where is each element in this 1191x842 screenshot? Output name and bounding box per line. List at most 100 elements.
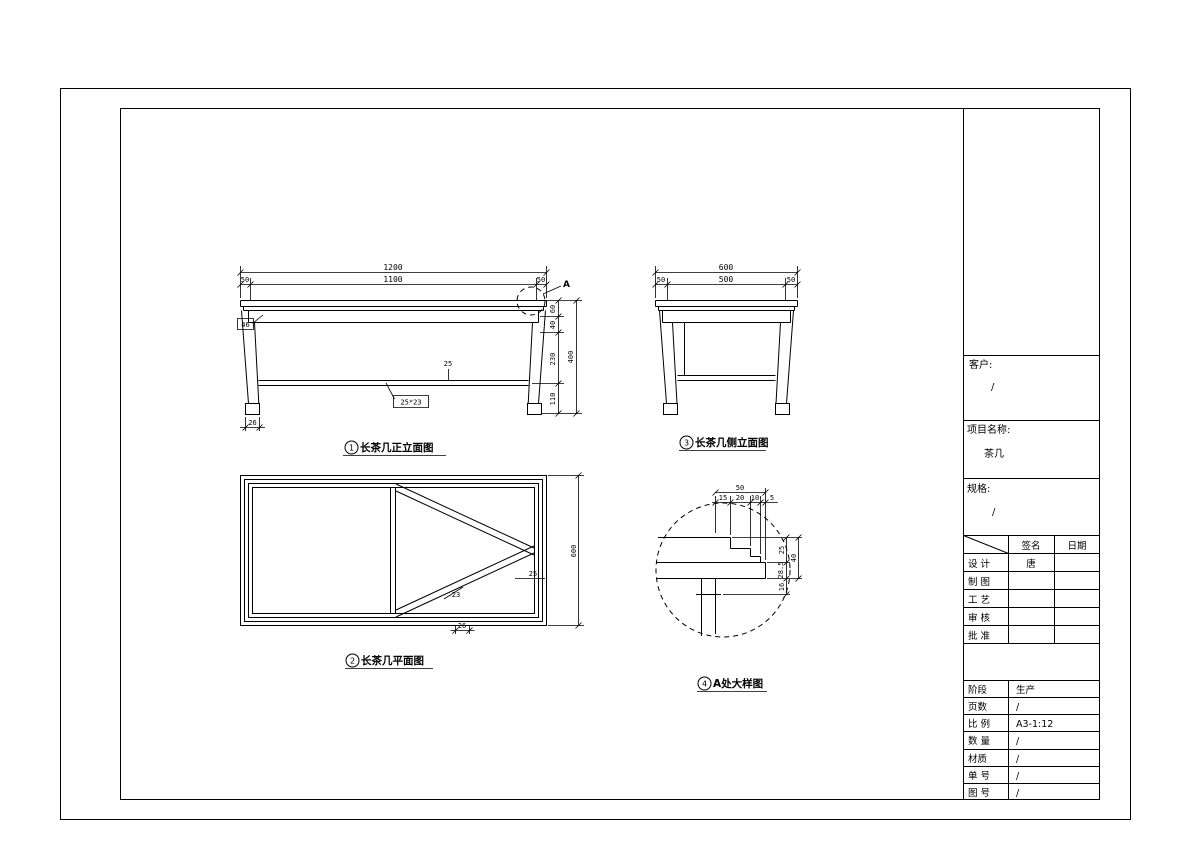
dim-detail-right-3: 16 bbox=[778, 583, 786, 591]
dim-side-inner-width: 500 bbox=[719, 275, 734, 284]
approval-row-label: 工 艺 bbox=[968, 595, 990, 606]
title-block: 客户: / 项目名称: 茶几 规格: / 签名 日期 设 计 唐 制 图 工 艺… bbox=[963, 108, 1100, 800]
view-number: 4 bbox=[702, 680, 707, 689]
view-title: 长茶几正立面图 bbox=[360, 441, 434, 454]
dim-front-leg-width: 26 bbox=[248, 419, 256, 427]
side-view-outline bbox=[655, 300, 798, 381]
view-title: 长茶几平面图 bbox=[361, 654, 424, 667]
dim-front-right-offset: 50 bbox=[537, 276, 545, 284]
view-title: 长茶几侧立面图 bbox=[695, 436, 769, 449]
view-number: 3 bbox=[684, 439, 689, 448]
info-row-label: 材质 bbox=[968, 753, 988, 765]
dim-detail-seg-4: 5 bbox=[770, 494, 774, 502]
dim-side-right-offset: 50 bbox=[787, 276, 795, 284]
view-number-circle bbox=[344, 440, 359, 455]
dim-plan-brace-thickness: 23 bbox=[452, 591, 460, 599]
dim-detail-seg-1: 15 bbox=[719, 494, 727, 502]
dim-front-left-offset: 50 bbox=[241, 276, 249, 284]
front-view-label: 1 长茶几正立面图 bbox=[343, 440, 446, 456]
plan-view-dimension-ticks bbox=[452, 472, 582, 634]
info-row-value: / bbox=[1016, 754, 1020, 765]
dim-side-left-offset: 50 bbox=[657, 276, 665, 284]
info-row-value: / bbox=[1016, 788, 1020, 799]
spec-label: 规格: bbox=[967, 482, 990, 495]
view-number-circle bbox=[697, 676, 712, 691]
dim-plan-depth: 600 bbox=[570, 545, 578, 558]
dim-front-overall-height: 400 bbox=[567, 351, 575, 364]
detail-boundary-circle bbox=[655, 502, 791, 638]
dim-front-edge-detail: 46 bbox=[241, 321, 249, 329]
sign-column-header: 签名 bbox=[1021, 540, 1040, 552]
dim-front-bottom-height: 110 bbox=[549, 393, 557, 406]
view-number: 1 bbox=[349, 444, 354, 453]
detail-view: 50 15 20 10 5 25 28.5 16 40 4 A处大样图 bbox=[655, 484, 802, 692]
view-number-circle bbox=[679, 435, 694, 450]
info-row-label: 页数 bbox=[968, 701, 988, 713]
approval-row-label: 设 计 bbox=[968, 558, 991, 570]
approval-row-label: 批 准 bbox=[968, 630, 991, 642]
view-title: A处大样图 bbox=[713, 677, 763, 690]
front-view-dimension-lines bbox=[237, 266, 582, 431]
approval-row-label: 审 核 bbox=[968, 612, 991, 624]
plan-view-frame bbox=[240, 475, 547, 626]
info-row-value: / bbox=[1016, 736, 1020, 747]
dim-front-shelf-thickness: 25 bbox=[444, 360, 452, 368]
detail-a-marker: A bbox=[563, 280, 570, 290]
approval-row-label: 制 图 bbox=[968, 576, 990, 588]
front-view-dimension-ticks bbox=[237, 269, 580, 431]
side-view-dimension-ticks bbox=[652, 269, 801, 288]
info-row-label: 阶段 bbox=[968, 684, 988, 696]
side-view-label: 3 长茶几侧立面图 bbox=[679, 435, 769, 451]
date-column-header: 日期 bbox=[1067, 541, 1086, 552]
detail-a-callout-circle bbox=[516, 286, 546, 316]
dim-side-overall-width: 600 bbox=[719, 263, 734, 272]
inner-border bbox=[120, 108, 1100, 800]
detail-dimension-lines bbox=[712, 488, 802, 595]
front-elevation-view: 1200 1100 50 50 60 40 230 110 400 46 25 … bbox=[237, 263, 582, 456]
dim-front-overall-width: 1200 bbox=[383, 263, 402, 272]
plan-view-dimension-lines bbox=[443, 475, 584, 634]
dim-front-top-thickness: 60 bbox=[549, 305, 557, 313]
front-view-outline bbox=[240, 300, 547, 386]
dim-plan-leg-spacing: 26 bbox=[458, 622, 466, 630]
title-block-lines bbox=[963, 108, 1100, 800]
front-view-legs bbox=[241, 310, 546, 415]
dim-plan-frame-width: 25 bbox=[529, 570, 537, 578]
info-row-label: 比 例 bbox=[968, 718, 990, 730]
dim-detail-right-total: 40 bbox=[790, 554, 798, 562]
view-number-circle bbox=[345, 653, 360, 668]
dim-front-inner-width: 1100 bbox=[383, 275, 402, 284]
project-value: 茶几 bbox=[984, 447, 1004, 460]
info-row-value: / bbox=[1016, 702, 1020, 713]
side-view-dimension-lines bbox=[655, 266, 798, 300]
view-number: 2 bbox=[350, 657, 355, 666]
project-label: 项目名称: bbox=[967, 423, 1010, 436]
detail-profile bbox=[656, 537, 766, 636]
dim-front-shelf-section: 25*23 bbox=[400, 399, 421, 407]
approval-row-sign: 唐 bbox=[1026, 558, 1036, 570]
info-row-label: 数 量 bbox=[968, 735, 991, 747]
plan-view: 600 25 23 26 2 长茶几平面图 bbox=[240, 472, 584, 669]
dim-detail-top-total: 50 bbox=[736, 484, 744, 492]
info-row-label: 单 号 bbox=[968, 770, 990, 782]
client-label: 客户: bbox=[969, 358, 992, 371]
dim-detail-right-1: 25 bbox=[778, 546, 786, 554]
plan-view-label: 2 长茶几平面图 bbox=[345, 653, 433, 669]
client-value: / bbox=[991, 382, 995, 393]
plan-view-braces bbox=[395, 483, 535, 618]
side-view-legs bbox=[659, 310, 794, 415]
info-row-value: A3-1:12 bbox=[1016, 719, 1053, 730]
side-elevation-view: 600 500 50 50 3 长茶几侧立面图 bbox=[652, 263, 801, 451]
dim-detail-seg-2: 20 bbox=[736, 494, 744, 502]
detail-view-label: 4 A处大样图 bbox=[697, 676, 767, 692]
detail-dimension-ticks bbox=[712, 489, 802, 598]
sheet-borders bbox=[60, 88, 1131, 820]
dim-detail-seg-3: 10 bbox=[751, 494, 759, 502]
outer-border bbox=[60, 88, 1131, 820]
info-row-value: / bbox=[1016, 771, 1020, 782]
dim-detail-right-2: 28.5 bbox=[777, 562, 785, 579]
spec-value: / bbox=[992, 507, 996, 518]
info-row-value: 生产 bbox=[1016, 684, 1035, 696]
